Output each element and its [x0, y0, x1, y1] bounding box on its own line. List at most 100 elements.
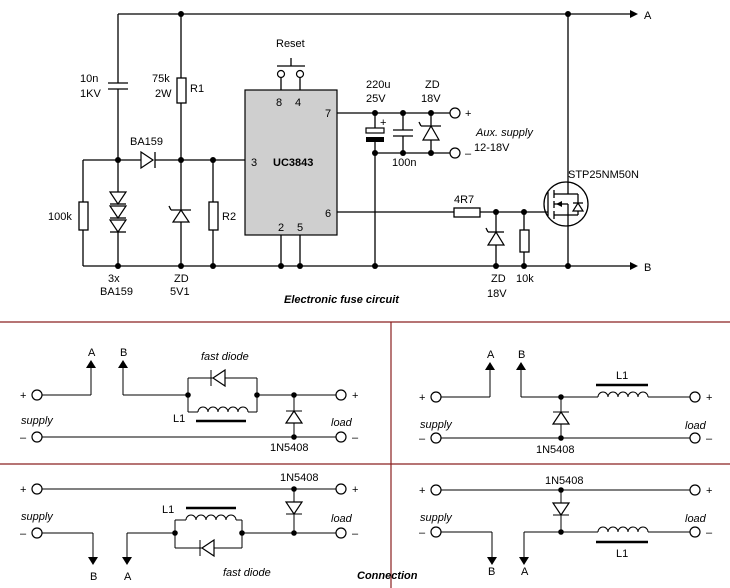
- p3-load-label: load: [331, 513, 353, 525]
- p4-load-label: load: [685, 513, 707, 525]
- p1-1n5408-icon: [284, 409, 304, 424]
- mosfet-arrow-icon: [556, 201, 562, 207]
- p1-fast-diode-icon: [211, 368, 226, 388]
- p2-1n5408-icon: [551, 410, 571, 425]
- p2-arrow-a-icon: [485, 362, 495, 370]
- p2-load-label: load: [685, 420, 707, 432]
- p3-fast-diode-icon: [200, 538, 215, 558]
- r2-name: R2: [222, 211, 236, 223]
- connection-panel-2: + – supply A B L1 1N5408 + – load: [419, 349, 713, 456]
- p1-b-label: B: [120, 347, 127, 359]
- p3-minus-left: –: [20, 528, 27, 540]
- p3-1n5408-label: 1N5408: [280, 472, 319, 484]
- pin-5: 5: [297, 222, 303, 234]
- p4-a-label: A: [521, 566, 529, 578]
- diode-ba159-icon: [140, 150, 155, 170]
- pin-2: 2: [278, 222, 284, 234]
- p3-arrow-b-icon: [88, 557, 98, 565]
- p2-arrow-b-icon: [516, 362, 526, 370]
- p2-minus-left: –: [419, 433, 426, 445]
- cap-220u-value: 220u: [366, 79, 390, 91]
- aux-plus: +: [465, 108, 471, 120]
- p4-arrow-b-icon: [487, 557, 497, 565]
- main-circuit: A B 10n 1KV 100k: [48, 10, 652, 306]
- p2-b-label: B: [518, 349, 525, 361]
- p3-a-label: A: [124, 571, 132, 583]
- zener-18v-aux-name: ZD: [425, 79, 440, 91]
- zener-5v1-name: ZD: [174, 273, 189, 285]
- connection-panel-1: + – supply A B fast diode L1 1N5408: [20, 347, 359, 454]
- connection-title: Connection: [357, 570, 418, 582]
- p1-arrow-a-icon: [86, 360, 96, 368]
- pin-7: 7: [325, 108, 331, 120]
- zener-5v1-icon: [171, 208, 191, 223]
- cap-220u-plus: +: [380, 117, 386, 129]
- p3-plus-left: +: [20, 484, 26, 496]
- zener-18v-aux-icon: [421, 124, 441, 141]
- p2-minus-right: –: [706, 433, 713, 445]
- gate-drive: 4R7 ZD 18V 10k: [337, 194, 548, 300]
- resistor-100k: 100k: [48, 160, 89, 266]
- p3-plus-right: +: [352, 484, 358, 496]
- p2-inductor-icon: [597, 391, 649, 398]
- pin-4: 4: [295, 97, 301, 109]
- ic-uc3843: UC3843 8 4 3 7 6 2 5: [244, 89, 338, 266]
- r1-value: 75k: [152, 73, 170, 85]
- pin-3: 3: [251, 157, 257, 169]
- gate-resistor-label: 4R7: [454, 194, 474, 206]
- resistor-10k-label: 10k: [516, 273, 534, 285]
- arrow-a-icon: [630, 10, 638, 18]
- diode-stack-count: 3x: [108, 273, 120, 285]
- diode-stack-2-icon: [108, 205, 128, 220]
- diode-stack-type: BA159: [100, 286, 133, 298]
- junction-dots: [115, 11, 571, 269]
- zener-18v-gate-name: ZD: [491, 273, 506, 285]
- r1-power: 2W: [155, 88, 172, 100]
- p1-minus-right: –: [352, 432, 359, 444]
- p4-plus-left: +: [419, 485, 425, 497]
- capacitor-10n: 10n 1KV: [80, 14, 128, 160]
- p2-plus-left: +: [419, 392, 425, 404]
- p1-arrow-b-icon: [118, 360, 128, 368]
- connection-panel-3: + – supply 1N5408 B A L1 fast diode: [20, 472, 359, 583]
- p1-a-label: A: [88, 347, 96, 359]
- diode-stack-1-icon: [108, 191, 128, 206]
- aux-supply-range: 12-18V: [474, 142, 510, 154]
- p4-1n5408-icon: [551, 502, 571, 517]
- zener-18v-gate-icon: [486, 230, 506, 246]
- p1-minus-left: –: [20, 432, 27, 444]
- p1-1n5408-label: 1N5408: [270, 442, 309, 454]
- aux-supply-label: Aux. supply: [475, 127, 534, 139]
- terminal-b-label: B: [644, 262, 651, 274]
- mosfet-body-diode-icon: [571, 201, 585, 212]
- p4-1n5408-label: 1N5408: [545, 475, 584, 487]
- p4-b-label: B: [488, 566, 495, 578]
- p1-load-label: load: [331, 417, 353, 429]
- p3-minus-right: –: [352, 528, 359, 540]
- zener-18v-aux-value: 18V: [421, 93, 441, 105]
- p4-arrow-a-icon: [519, 557, 529, 565]
- ic-name: UC3843: [273, 157, 313, 169]
- p4-minus-left: –: [419, 527, 426, 539]
- arrow-b-icon: [630, 262, 638, 270]
- zener-5v1-value: 5V1: [170, 286, 190, 298]
- p3-b-label: B: [90, 571, 97, 583]
- p3-inductor-icon: [185, 514, 237, 521]
- p4-inductor-label: L1: [616, 548, 628, 560]
- p2-1n5408-label: 1N5408: [536, 444, 575, 456]
- cap-220u-voltage: 25V: [366, 93, 386, 105]
- diode-stack-3x: 3x BA159: [100, 160, 133, 298]
- p2-supply-label: supply: [420, 419, 453, 431]
- terminal-a-label: A: [644, 10, 652, 22]
- zener-5v1: ZD 5V1: [168, 160, 191, 298]
- p3-inductor-label: L1: [162, 504, 174, 516]
- p1-fast-diode-label: fast diode: [201, 351, 249, 363]
- p4-inductor-icon: [597, 526, 649, 533]
- p1-plus-left: +: [20, 390, 26, 402]
- reset-switch: Reset: [276, 38, 305, 90]
- diode-stack-3-icon: [108, 219, 128, 234]
- pin-6: 6: [325, 208, 331, 220]
- connection-frames: [0, 321, 730, 588]
- resistor-r1: 75k 2W R1: [152, 14, 204, 160]
